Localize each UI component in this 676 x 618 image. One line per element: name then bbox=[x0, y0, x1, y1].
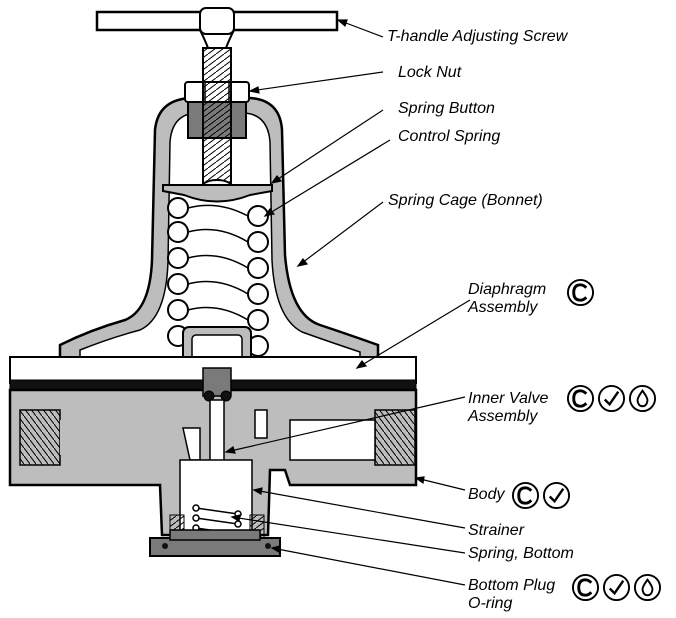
label-inner-valve-line2: Assembly bbox=[468, 408, 538, 425]
spring-button bbox=[162, 184, 273, 203]
c-icon bbox=[566, 278, 595, 307]
label-lock-nut: Lock Nut bbox=[398, 64, 462, 81]
c-icon bbox=[566, 384, 595, 413]
label-control-spring: Control Spring bbox=[398, 128, 501, 145]
check-icon bbox=[602, 573, 631, 602]
inner-valve-badges bbox=[566, 384, 657, 413]
drop-icon bbox=[633, 573, 662, 602]
c-icon bbox=[571, 573, 600, 602]
label-spring-button: Spring Button bbox=[398, 100, 495, 117]
label-inner-valve-line1: Inner Valve bbox=[468, 390, 549, 407]
t-handle-adjusting-screw bbox=[95, 7, 339, 197]
bottom-plug bbox=[149, 529, 281, 557]
label-bottom-plug-line1: Bottom Plug bbox=[468, 577, 556, 594]
bottom-plug-badges bbox=[571, 573, 662, 602]
control-spring bbox=[167, 197, 269, 357]
leader-lines bbox=[224, 19, 471, 586]
label-body: Body bbox=[468, 486, 505, 503]
check-icon bbox=[542, 481, 571, 510]
label-spring-cage: Spring Cage (Bonnet) bbox=[388, 192, 543, 209]
label-diaphragm-line1: Diaphragm bbox=[468, 281, 547, 298]
label-bottom-plug-line2: O-ring bbox=[468, 595, 513, 612]
check-icon bbox=[597, 384, 626, 413]
label-spring-bottom: Spring, Bottom bbox=[468, 545, 574, 562]
diaphragm-badges bbox=[566, 278, 595, 307]
label-strainer: Strainer bbox=[468, 522, 525, 539]
body-badges bbox=[511, 481, 571, 510]
c-icon bbox=[511, 481, 540, 510]
label-diaphragm-line2: Assembly bbox=[468, 299, 538, 316]
label-t-handle-adjusting-screw: T-handle Adjusting Screw bbox=[387, 28, 568, 45]
drop-icon bbox=[628, 384, 657, 413]
